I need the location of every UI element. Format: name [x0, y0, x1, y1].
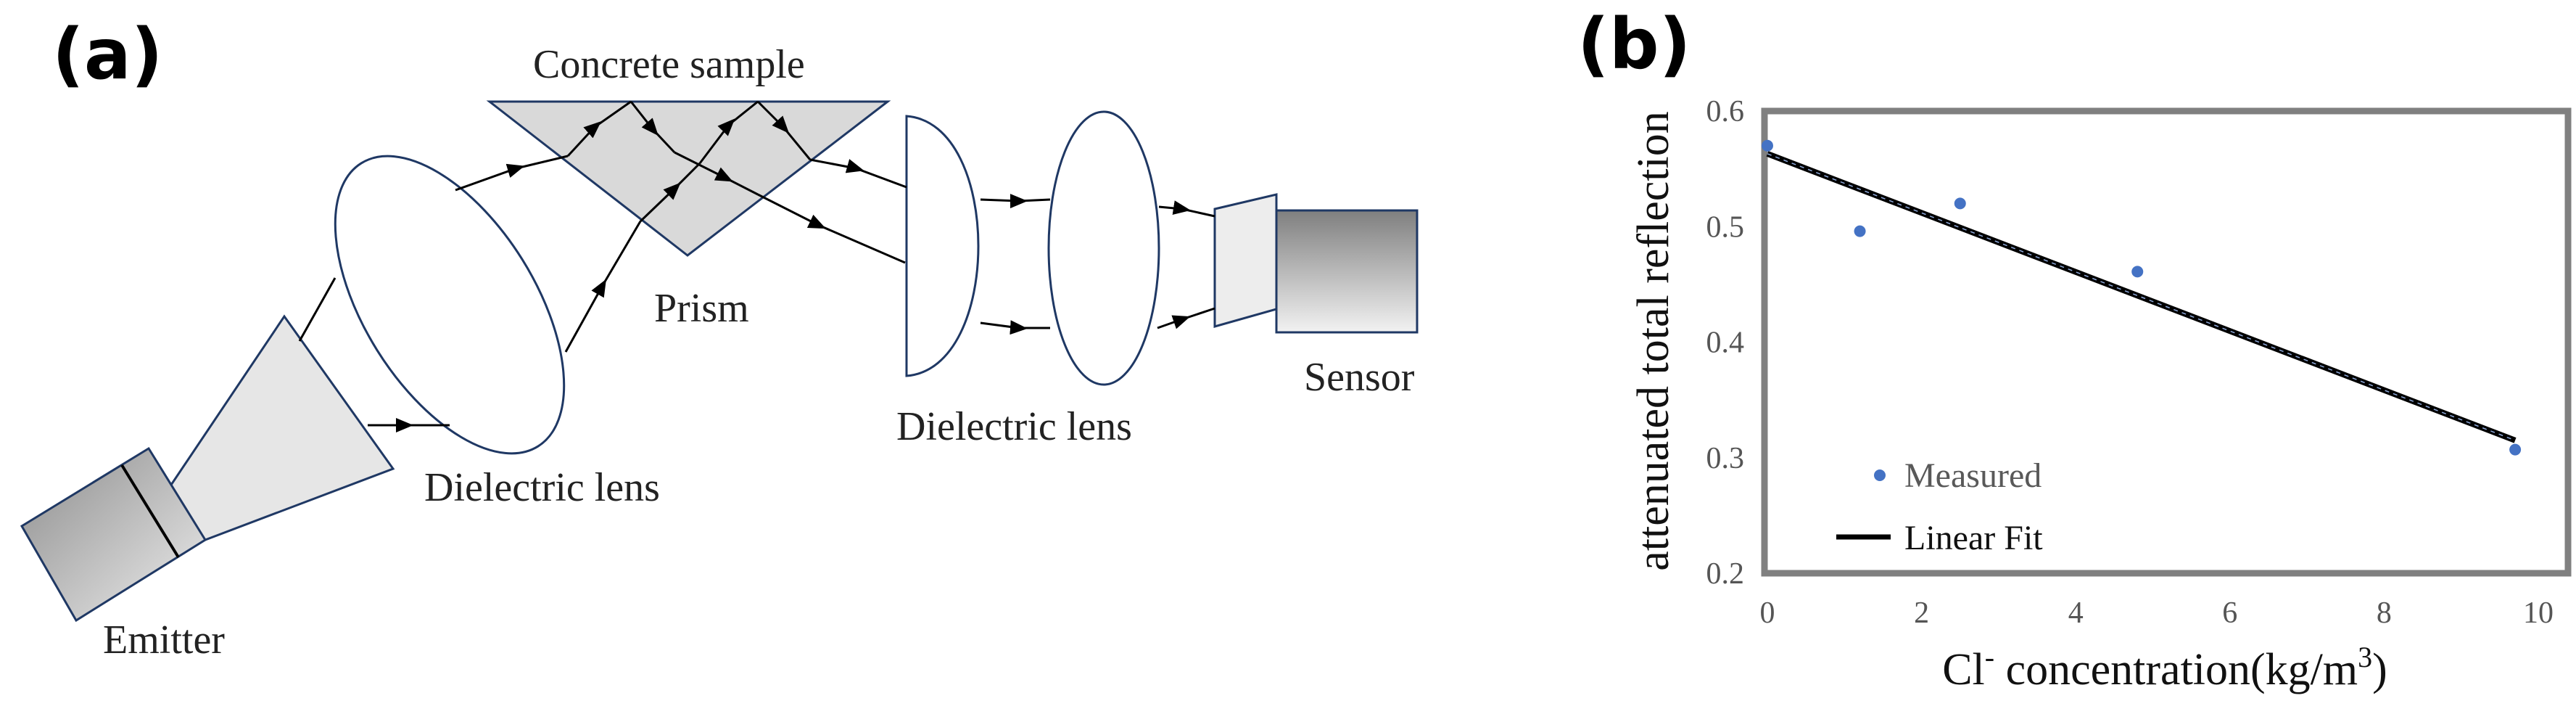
linear-fit-line-highlight — [1767, 153, 2516, 441]
beam-path — [809, 158, 907, 189]
measured-series — [1762, 139, 2522, 456]
y-tick-label: 0.5 — [1706, 210, 1745, 244]
x-tick-labels: 0 2 4 6 8 10 — [1760, 596, 2554, 630]
x-axis-title-exponent: 3 — [2358, 641, 2372, 673]
beam-path — [566, 100, 632, 157]
label-emitter: Emitter — [103, 618, 225, 662]
right-dielectric-lens — [1047, 110, 1160, 386]
x-tick-label: 4 — [2068, 596, 2084, 630]
panel-a-letter: (a) — [52, 14, 163, 95]
measured-point — [1762, 139, 1773, 152]
legend: Measured Linear Fit — [1836, 456, 2043, 557]
x-axis-title-ion: Cl — [1942, 645, 1985, 694]
beam-paths — [298, 100, 1215, 432]
label-dielectric-lens-right: Dielectric lens — [896, 404, 1132, 449]
legend-linear-fit-label: Linear Fit — [1904, 519, 2043, 557]
right-half-lens — [905, 115, 980, 377]
plot-frame — [1761, 107, 2572, 577]
y-tick-labels: 0.2 0.3 0.4 0.5 0.6 — [1706, 95, 1745, 591]
x-tick-label: 10 — [2523, 596, 2554, 630]
linear-fit-series — [1766, 151, 2517, 443]
x-axis-title-charge: - — [1985, 641, 1994, 673]
measured-point — [1854, 225, 1866, 237]
x-axis-title-close: ) — [2372, 645, 2387, 694]
y-tick-label: 0.3 — [1706, 442, 1745, 475]
emitter-body — [20, 446, 207, 623]
beam-path — [629, 101, 676, 154]
beam-path — [639, 162, 701, 223]
measured-point — [2509, 443, 2522, 456]
legend-measured-label: Measured — [1904, 456, 2042, 495]
measured-point — [2131, 266, 2144, 278]
label-prism: Prism — [654, 286, 749, 331]
emitter-horn — [161, 314, 395, 541]
legend-measured-marker — [1874, 469, 1886, 481]
emitter-divider — [120, 464, 180, 559]
beam-path — [1158, 200, 1215, 218]
measured-point — [1954, 197, 1966, 210]
left-dielectric-lens — [334, 155, 566, 455]
x-tick-label: 0 — [1760, 596, 1775, 630]
x-tick-label: 8 — [2377, 596, 2392, 630]
label-sensor: Sensor — [1304, 355, 1415, 400]
sensor-horn — [1213, 193, 1278, 328]
panel-a-diagram: (a) — [20, 14, 1419, 662]
x-axis-title-main: concentration(kg/m — [1994, 645, 2358, 694]
sensor-body — [1275, 209, 1419, 334]
beam-path — [698, 100, 759, 164]
panel-b-letter: (b) — [1577, 4, 1690, 85]
beam-path — [980, 320, 1050, 335]
emitter — [20, 314, 395, 623]
beam-path — [980, 194, 1051, 209]
beam-path — [757, 193, 906, 264]
prism — [486, 100, 891, 257]
beam-path — [674, 151, 759, 196]
y-axis-title: attenuated total reflection — [1629, 111, 1678, 570]
x-axis-title: Cl- concentration(kg/m3) — [1942, 641, 2387, 694]
x-tick-label: 6 — [2222, 596, 2237, 630]
x-tick-label: 2 — [1914, 596, 1929, 630]
beam-path — [564, 221, 642, 353]
y-tick-label: 0.2 — [1706, 557, 1745, 591]
sensor — [1213, 193, 1419, 334]
panel-b-chart: (b) 0.2 0.3 0.4 0.5 0.6 0 2 4 6 8 10 Measured Lin… — [1577, 4, 2572, 694]
y-tick-label: 0.6 — [1706, 95, 1745, 128]
beam-path — [1157, 307, 1215, 329]
label-dielectric-lens-left: Dielectric lens — [424, 465, 660, 510]
beam-path — [756, 100, 812, 160]
beam-path — [298, 277, 337, 342]
beam-path — [455, 155, 569, 192]
label-concrete-sample: Concrete sample — [533, 42, 805, 87]
y-tick-label: 0.4 — [1706, 327, 1745, 360]
